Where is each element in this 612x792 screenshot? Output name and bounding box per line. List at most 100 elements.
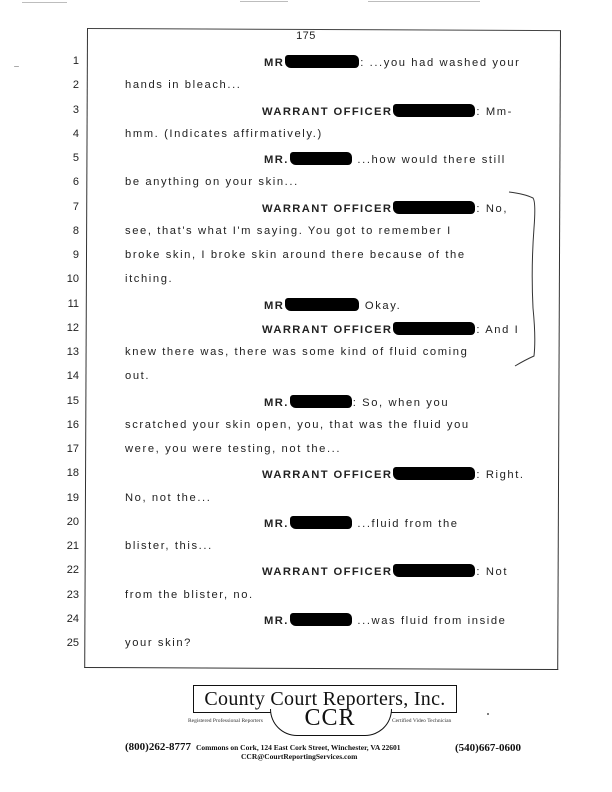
- speaker-label: WARRANT OFFICER: [262, 323, 393, 336]
- redaction-bar: [289, 152, 352, 165]
- speaker-label: MR: [264, 299, 285, 312]
- transcript-line: broke skin, I broke skin around there be…: [125, 249, 466, 261]
- speaker-colon: :: [476, 566, 482, 579]
- speech-text: And I: [481, 323, 520, 336]
- line-number: 5: [72, 152, 79, 164]
- transcript-line: WARRANT OFFICER: Right.: [262, 467, 525, 481]
- speech-text: Okay.: [360, 299, 402, 312]
- transcript-line: knew there was, there was some kind of f…: [125, 346, 469, 358]
- transcript-line: No, not the...: [125, 491, 212, 504]
- speaker-colon: :: [476, 105, 482, 118]
- redaction-bar: [393, 564, 476, 578]
- speaker-label: MR: [264, 57, 285, 69]
- transcript-line: WARRANT OFFICER: No,: [262, 200, 509, 215]
- line-number: 2: [72, 79, 79, 92]
- line-number: 1: [72, 55, 79, 67]
- speaker-label: WARRANT OFFICER: [262, 202, 393, 215]
- phone-left: (800)262-8777: [125, 741, 191, 753]
- speech-text: Right.: [481, 469, 525, 482]
- transcript-line: MR Okay.: [264, 297, 402, 312]
- speech-text: So, when you: [357, 396, 450, 409]
- speaker-colon: :: [476, 202, 482, 215]
- transcript-line: MR. ...fluid from the: [264, 515, 459, 530]
- speaker-label: MR.: [264, 614, 289, 627]
- transcript-line: see, that's what I'm saying. You got to …: [125, 224, 452, 237]
- line-number: 17: [66, 443, 79, 455]
- redaction-bar: [393, 103, 476, 117]
- speech-text: Mm-: [481, 105, 513, 118]
- line-number: 25: [66, 637, 79, 649]
- transcript-line: MR.: So, when you: [264, 394, 450, 409]
- line-number: 14: [66, 370, 79, 383]
- redaction-bar: [393, 321, 476, 335]
- line-number: 6: [72, 176, 79, 189]
- redaction-bar: [289, 612, 352, 626]
- speaker-label: MR.: [264, 517, 289, 530]
- line-number: 13: [66, 346, 79, 358]
- email: CCR@CourtReportingServices.com: [241, 752, 358, 761]
- transcript-line: were, you were testing, not the...: [125, 443, 342, 455]
- line-number: 12: [66, 321, 79, 334]
- line-number: 8: [72, 224, 79, 237]
- scan-artifact: [368, 1, 480, 2]
- transcript-line: itching.: [125, 273, 174, 286]
- transcript-line: scratched your skin open, you, that was …: [125, 418, 470, 431]
- line-number: 10: [66, 273, 79, 286]
- scan-speck: [487, 713, 489, 715]
- redaction-bar: [393, 200, 476, 214]
- line-number: 20: [66, 515, 79, 528]
- scan-artifact: [240, 1, 288, 2]
- speech-text: Not: [481, 566, 509, 579]
- speaker-colon: :: [476, 323, 482, 336]
- logo-initials: CCR: [304, 705, 356, 731]
- line-number: 22: [66, 564, 79, 577]
- line-number: 11: [67, 297, 79, 310]
- speaker-colon: :: [360, 57, 365, 69]
- speaker-label: WARRANT OFFICER: [262, 566, 393, 579]
- speech-text: ...how would there still: [352, 154, 506, 166]
- left-credential: Registered Professional Reporters: [188, 718, 263, 724]
- transcript-line: WARRANT OFFICER: Mm-: [262, 103, 513, 118]
- transcript-line: out.: [125, 370, 151, 383]
- transcript-line: be anything on your skin...: [125, 176, 299, 189]
- page-number: 175: [296, 30, 316, 42]
- redaction-bar: [285, 55, 360, 68]
- speech-text: ...you had washed your: [364, 57, 521, 69]
- speaker-colon: :: [352, 396, 358, 409]
- line-number: 23: [66, 588, 79, 601]
- right-credential: Certified Video Technician: [392, 718, 452, 724]
- speech-text: ...fluid from the: [352, 517, 459, 530]
- speaker-label: MR.: [264, 154, 289, 166]
- phone-right: (540)667-0600: [455, 742, 521, 754]
- scan-speck: [14, 66, 19, 67]
- speaker-label: WARRANT OFFICER: [262, 469, 393, 482]
- line-number: 7: [72, 200, 79, 213]
- transcript-line: hmm. (Indicates affirmatively.): [125, 127, 323, 140]
- line-number: 9: [72, 249, 79, 261]
- line-number: 3: [72, 103, 79, 116]
- speaker-colon: :: [476, 469, 482, 482]
- speaker-label: MR.: [264, 396, 289, 409]
- address: Commons on Cork, 124 East Cork Street, W…: [196, 743, 401, 752]
- line-number: 4: [72, 127, 79, 140]
- line-number: 24: [66, 612, 79, 625]
- line-number: 19: [66, 491, 79, 504]
- line-number: 21: [66, 540, 79, 552]
- speech-text: ...was fluid from inside: [352, 614, 507, 627]
- transcript-line: WARRANT OFFICER: And I: [262, 321, 520, 336]
- scan-artifact: [22, 2, 67, 3]
- transcript-line: MR. ...how would there still: [264, 152, 506, 166]
- redaction-bar: [289, 394, 352, 408]
- line-number: 18: [66, 467, 79, 480]
- speech-text: No,: [481, 202, 509, 215]
- speaker-label: WARRANT OFFICER: [262, 105, 393, 118]
- margin-bracket-annotation: [508, 191, 536, 367]
- redaction-bar: [285, 297, 360, 311]
- redaction-bar: [289, 515, 352, 529]
- line-number: 15: [66, 394, 79, 407]
- line-number: 16: [66, 418, 79, 431]
- transcript-line: MR: ...you had washed your: [264, 55, 521, 69]
- transcript-line: your skin?: [125, 637, 192, 649]
- redaction-bar: [393, 467, 476, 481]
- transcript-line: hands in bleach...: [125, 79, 242, 92]
